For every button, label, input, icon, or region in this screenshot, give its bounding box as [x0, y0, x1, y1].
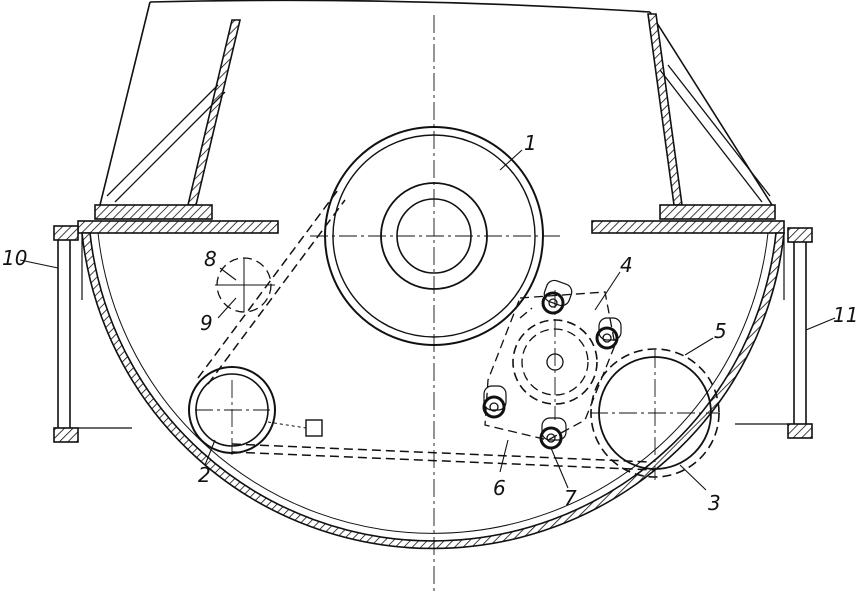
label-5: 5 — [714, 319, 727, 343]
trough-casing — [81, 232, 785, 550]
drum-1 — [324, 126, 544, 346]
label-6: 6 — [493, 476, 506, 500]
upper-housing — [99, 0, 773, 206]
label-1: 1 — [524, 131, 537, 155]
label-3: 3 — [708, 491, 721, 515]
label-4: 4 — [620, 253, 633, 277]
sprocket-3 — [590, 348, 720, 478]
label-9: 9 — [200, 311, 213, 335]
side-part-10 — [53, 225, 132, 443]
side-part-11 — [735, 227, 813, 439]
label-11: 11 — [833, 303, 857, 327]
label-2: 2 — [198, 463, 211, 487]
fitting — [267, 419, 323, 437]
label-7: 7 — [564, 486, 577, 510]
sprocket-4 — [512, 319, 598, 405]
flanges — [77, 204, 785, 234]
belts — [197, 189, 656, 471]
label-10: 10 — [2, 246, 27, 270]
part-labels: 1 2 3 4 5 6 7 8 9 10 11 — [2, 131, 857, 515]
centre-lines — [195, 15, 720, 595]
label-8: 8 — [204, 247, 217, 271]
drum-2 — [188, 366, 276, 454]
leader-lines — [19, 149, 836, 491]
tensioner-8-9 — [215, 257, 275, 313]
